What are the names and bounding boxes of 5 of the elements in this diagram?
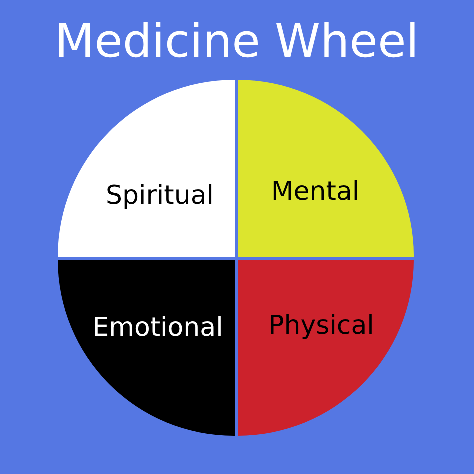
quadrant-label: Spiritual [106, 181, 214, 211]
quadrant-label: Mental [271, 177, 360, 207]
title: Medicine Wheel [54, 14, 420, 68]
quadrant-label: Emotional [92, 312, 224, 342]
quadrant-label: Physical [268, 310, 374, 340]
